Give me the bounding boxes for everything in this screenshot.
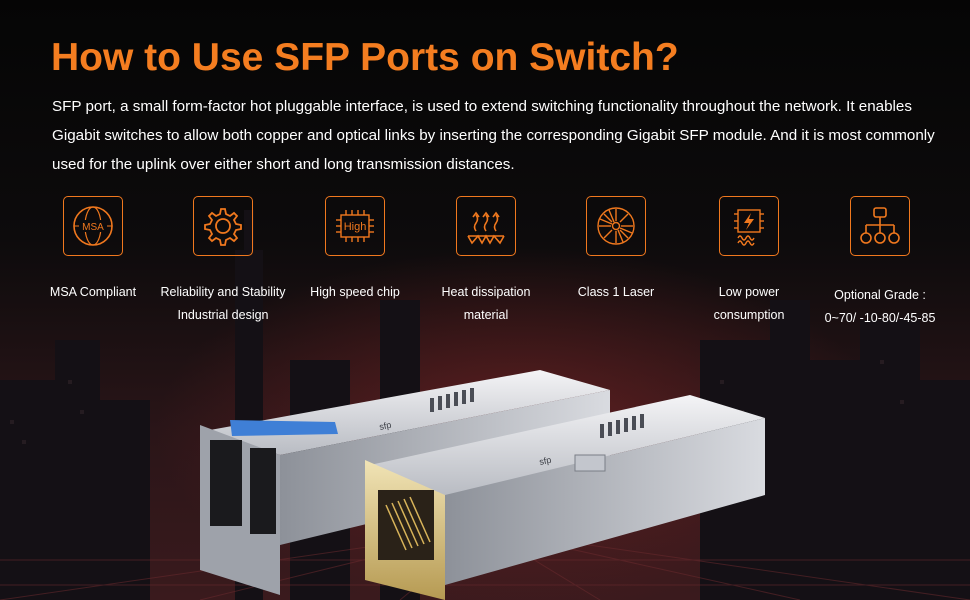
svg-text:High: High (344, 221, 367, 233)
svg-text:MSA: MSA (82, 222, 104, 233)
feature-low-power: Low power consumption (679, 196, 819, 322)
hierarchy-icon (850, 196, 910, 256)
feature-reliability: Reliability and Stability Industrial des… (153, 196, 293, 322)
gear-icon (193, 196, 253, 256)
feature-label: MSA Compliant (23, 281, 163, 304)
chip-icon: High (325, 196, 385, 256)
feature-label-line2: material (463, 308, 509, 322)
feature-high-speed-chip: High High speed chip (285, 196, 425, 299)
msa-globe-icon: MSA (63, 196, 123, 256)
feature-label-line2: consumption (713, 308, 785, 322)
svg-text:sfp: sfp (538, 455, 552, 467)
feature-label-line1: Optional Grade : (834, 288, 926, 302)
heat-dissipation-icon (456, 196, 516, 256)
feature-label: Reliability and Stability Industrial des… (153, 281, 293, 327)
laser-icon (586, 196, 646, 256)
feature-label-line1: Class 1 Laser (577, 285, 655, 299)
feature-heat-dissipation: Heat dissipation material (416, 196, 556, 322)
feature-label-line2: Industrial design (177, 308, 269, 322)
feature-label: High speed chip (285, 281, 425, 304)
low-power-icon (719, 196, 779, 256)
feature-label-line2: 0~70/ -10-80/-45-85 (824, 311, 936, 325)
feature-class-1-laser: Class 1 Laser (546, 196, 686, 299)
page-title: How to Use SFP Ports on Switch? (51, 36, 679, 79)
feature-label: Optional Grade : 0~70/ -10-80/-45-85 (810, 284, 950, 330)
feature-msa-compliant: MSA MSA Compliant (23, 196, 163, 299)
svg-text:sfp: sfp (378, 420, 392, 432)
description-paragraph: SFP port, a small form-factor hot plugga… (52, 98, 935, 173)
copper-rj45-sfp-module: sfp (365, 395, 765, 600)
sfp-modules-illustration: sfp sfp (200, 370, 765, 600)
feature-label: Low power consumption (679, 281, 819, 327)
feature-label-line1: High speed chip (310, 285, 400, 299)
feature-optional-grade: Optional Grade : 0~70/ -10-80/-45-85 (810, 196, 950, 325)
feature-label-line1: Low power (718, 285, 780, 299)
feature-label-line1: MSA Compliant (49, 285, 137, 299)
feature-label: Class 1 Laser (546, 281, 686, 304)
feature-label-line1: Heat dissipation (441, 285, 531, 299)
feature-label: Heat dissipation material (416, 281, 556, 327)
feature-label-line1: Reliability and Stability (160, 285, 286, 299)
